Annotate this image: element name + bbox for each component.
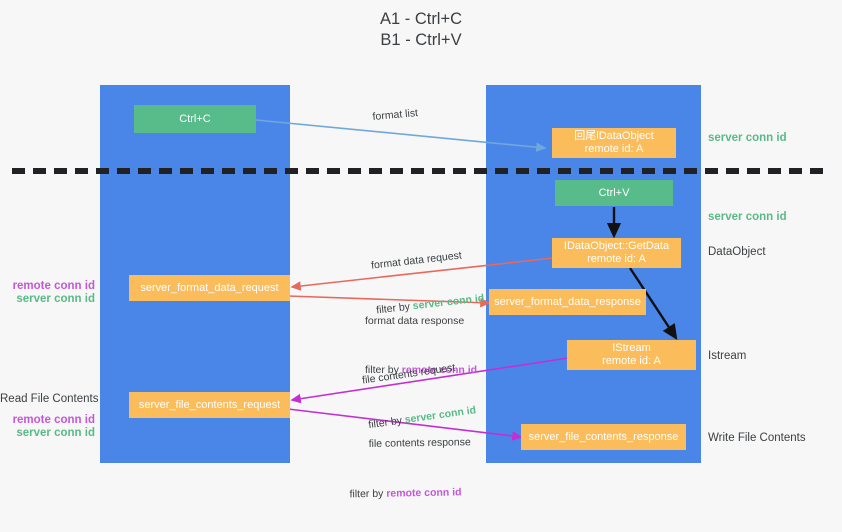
box-idataobject-getdata[interactable]: IDataObject::GetData remote id: A [552,238,681,268]
arrow-file-contents-response [287,408,523,441]
box-format-list-target[interactable]: 回尾lDataObject remote id: A [552,128,676,158]
dashed-divider [12,168,830,174]
label-server-conn-id-left-mid: server conn id [16,293,95,305]
annotation-format-data-response: format data response filter by remote co… [365,284,477,408]
box-server-format-data-request[interactable]: server_format_data_request [129,275,290,301]
annotation-format-data-response-filter-prefix: filter by [365,364,402,376]
annotation-file-contents-request-line1: file contents request [361,361,457,387]
box-ctrl-c[interactable]: Ctrl+C [134,105,256,133]
label-remote-conn-id-low: remote conn id [12,414,95,426]
annotation-format-data-response-line1: format data response [365,315,465,327]
diagram-title: A1 - Ctrl+C B1 - Ctrl+V [379,10,463,49]
label-istream: Istream [708,350,747,362]
label-server-conn-id-mid: server conn id [708,211,787,223]
label-server-conn-id-left-low: server conn id [16,427,95,439]
box-server-file-contents-request[interactable]: server_file_contents_request [129,392,290,418]
arrow-format-data-request [290,257,554,291]
label-dataobject: DataObject [708,246,766,258]
arrow-format-list [255,119,547,152]
annotation-file-contents-response: file contents response filter by remote … [349,405,472,532]
label-read-file-contents: Read File Contents [0,393,99,405]
annotation-file-contents-response-filter-prefix: filter by [349,487,387,501]
arrow-getdata-to-istream [628,267,678,341]
box-ctrl-v[interactable]: Ctrl+V [555,180,673,206]
label-write-file-contents: Write File Contents [708,432,806,444]
annotation-file-contents-response-filter-value: remote conn id [386,486,462,500]
annotation-format-data-response-line2: filter by remote conn id [365,363,477,378]
diagram-canvas: A1 - Ctrl+C B1 - Ctrl+V A1 remote B1 con… [0,10,830,500]
annotation-format-data-request-line1: format data request [370,249,463,272]
arrow-file-contents-request [290,357,569,404]
box-istream[interactable]: IStream remote id: A [567,340,696,370]
box-server-format-data-response[interactable]: server_format_data_response [489,289,646,315]
box-server-file-contents-response[interactable]: server_file_contents_response [521,424,686,450]
annotation-format-data-response-filter-value: remote conn id [401,364,478,376]
label-remote-conn-id-mid: remote conn id [12,280,95,292]
arrow-layer [255,119,678,441]
annotation-file-contents-response-line2: filter by remote conn id [349,485,471,502]
annotation-file-contents-response-line1: file contents response [368,436,471,450]
label-server-conn-id-top: server conn id [708,132,787,144]
arrow-format-data-response [287,295,491,308]
